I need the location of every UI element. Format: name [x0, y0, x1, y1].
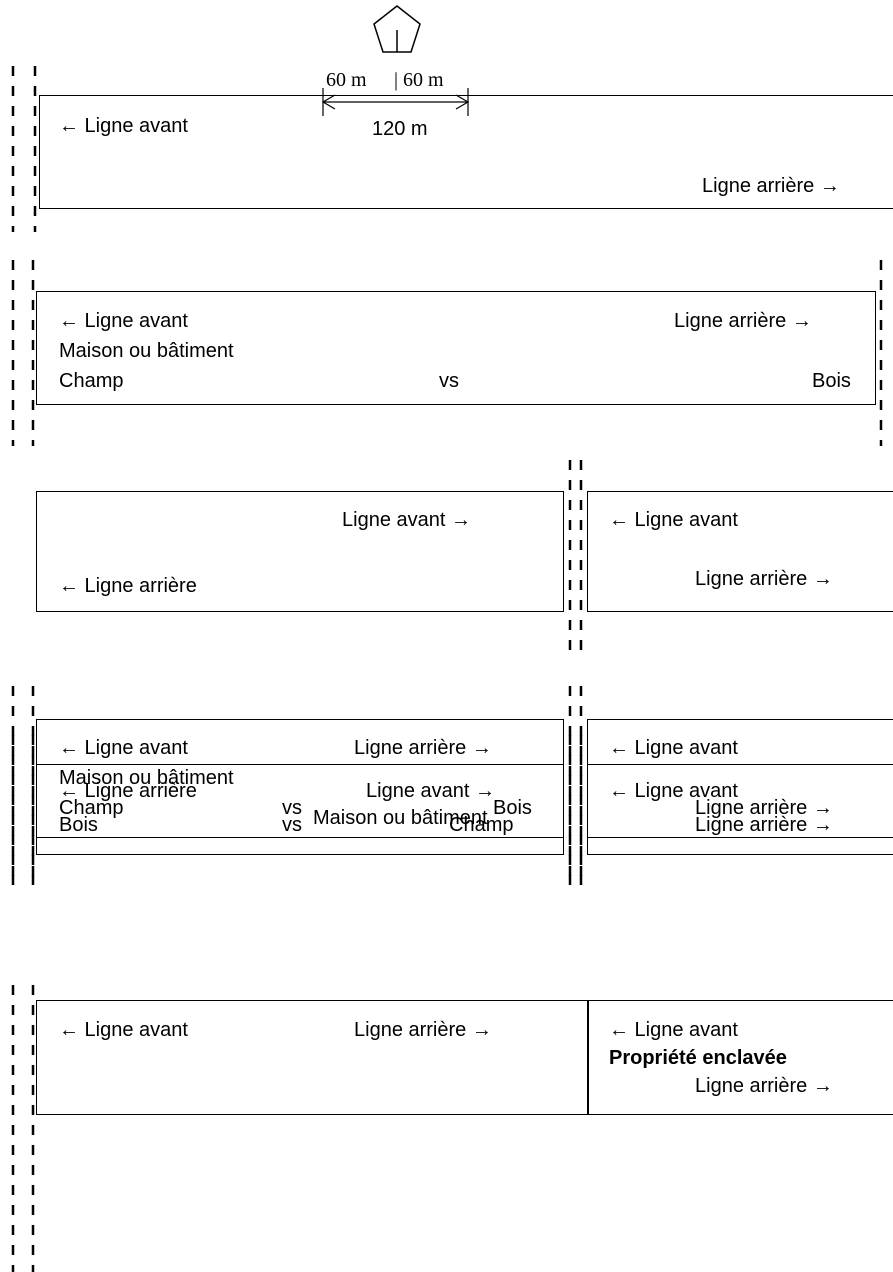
building-label: Maison ou bâtiment	[59, 340, 234, 362]
lot-row-5-right	[587, 764, 893, 855]
back-line-label: Ligne arrière →	[674, 310, 812, 332]
back-line-label: Ligne arrière →	[354, 737, 492, 759]
left-half-distance: 60 m	[326, 69, 367, 91]
woods-label: Bois	[812, 370, 851, 392]
front-line-label: Ligne avant →	[366, 780, 495, 802]
total-distance: 120 m	[372, 118, 428, 140]
back-line-label: Ligne arrière →	[702, 175, 840, 197]
front-line-label: ← Ligne avant	[609, 1019, 738, 1041]
vs-label: vs	[282, 814, 302, 836]
front-line-label: ← Ligne avant	[59, 310, 188, 332]
landlocked-property-label: Propriété enclavée	[609, 1047, 787, 1069]
back-line-label: Ligne arrière →	[695, 1075, 833, 1097]
lot-row-1	[39, 95, 893, 209]
lot-row-6-right-landlocked	[587, 1000, 893, 1115]
front-line-label: ← Ligne avant	[609, 509, 738, 531]
woods-label: Bois	[493, 797, 532, 819]
back-line-label: Ligne arrière →	[695, 814, 833, 836]
back-line-label: Ligne arrière →	[695, 797, 833, 819]
back-line-label: Ligne arrière →	[354, 1019, 492, 1041]
vs-label: vs	[282, 797, 302, 819]
field-label: Champ	[449, 814, 514, 836]
lot-row-6-left	[36, 1000, 589, 1115]
front-line-label: ← Ligne avant	[59, 115, 188, 137]
back-line-label: ← Ligne arrière	[59, 575, 197, 597]
building-label: Maison ou bâtiment	[313, 807, 488, 829]
right-half-distance: | 60 m	[394, 69, 444, 91]
lot-row-3-right	[587, 491, 893, 612]
front-line-label: Ligne avant →	[342, 509, 471, 531]
field-label: Champ	[59, 370, 124, 392]
lot-row-5-left	[36, 764, 564, 855]
field-label: Champ	[59, 797, 124, 819]
front-line-label: ← Ligne avant	[59, 737, 188, 759]
dimension-arrow-right	[455, 94, 470, 110]
dimension-arrow-left	[321, 94, 336, 110]
vs-label: vs	[439, 370, 459, 392]
front-line-label: ← Ligne avant	[609, 780, 738, 802]
lot-row-2	[36, 291, 876, 405]
woods-label: Bois	[59, 814, 98, 836]
back-line-label: Ligne arrière →	[695, 568, 833, 590]
lot-row-3-left	[36, 491, 564, 612]
building-label: Maison ou bâtiment	[59, 767, 234, 789]
front-line-label: ← Ligne avant	[609, 737, 738, 759]
back-line-label: ← Ligne arrière	[59, 780, 197, 802]
front-line-label: ← Ligne avant	[59, 1019, 188, 1041]
